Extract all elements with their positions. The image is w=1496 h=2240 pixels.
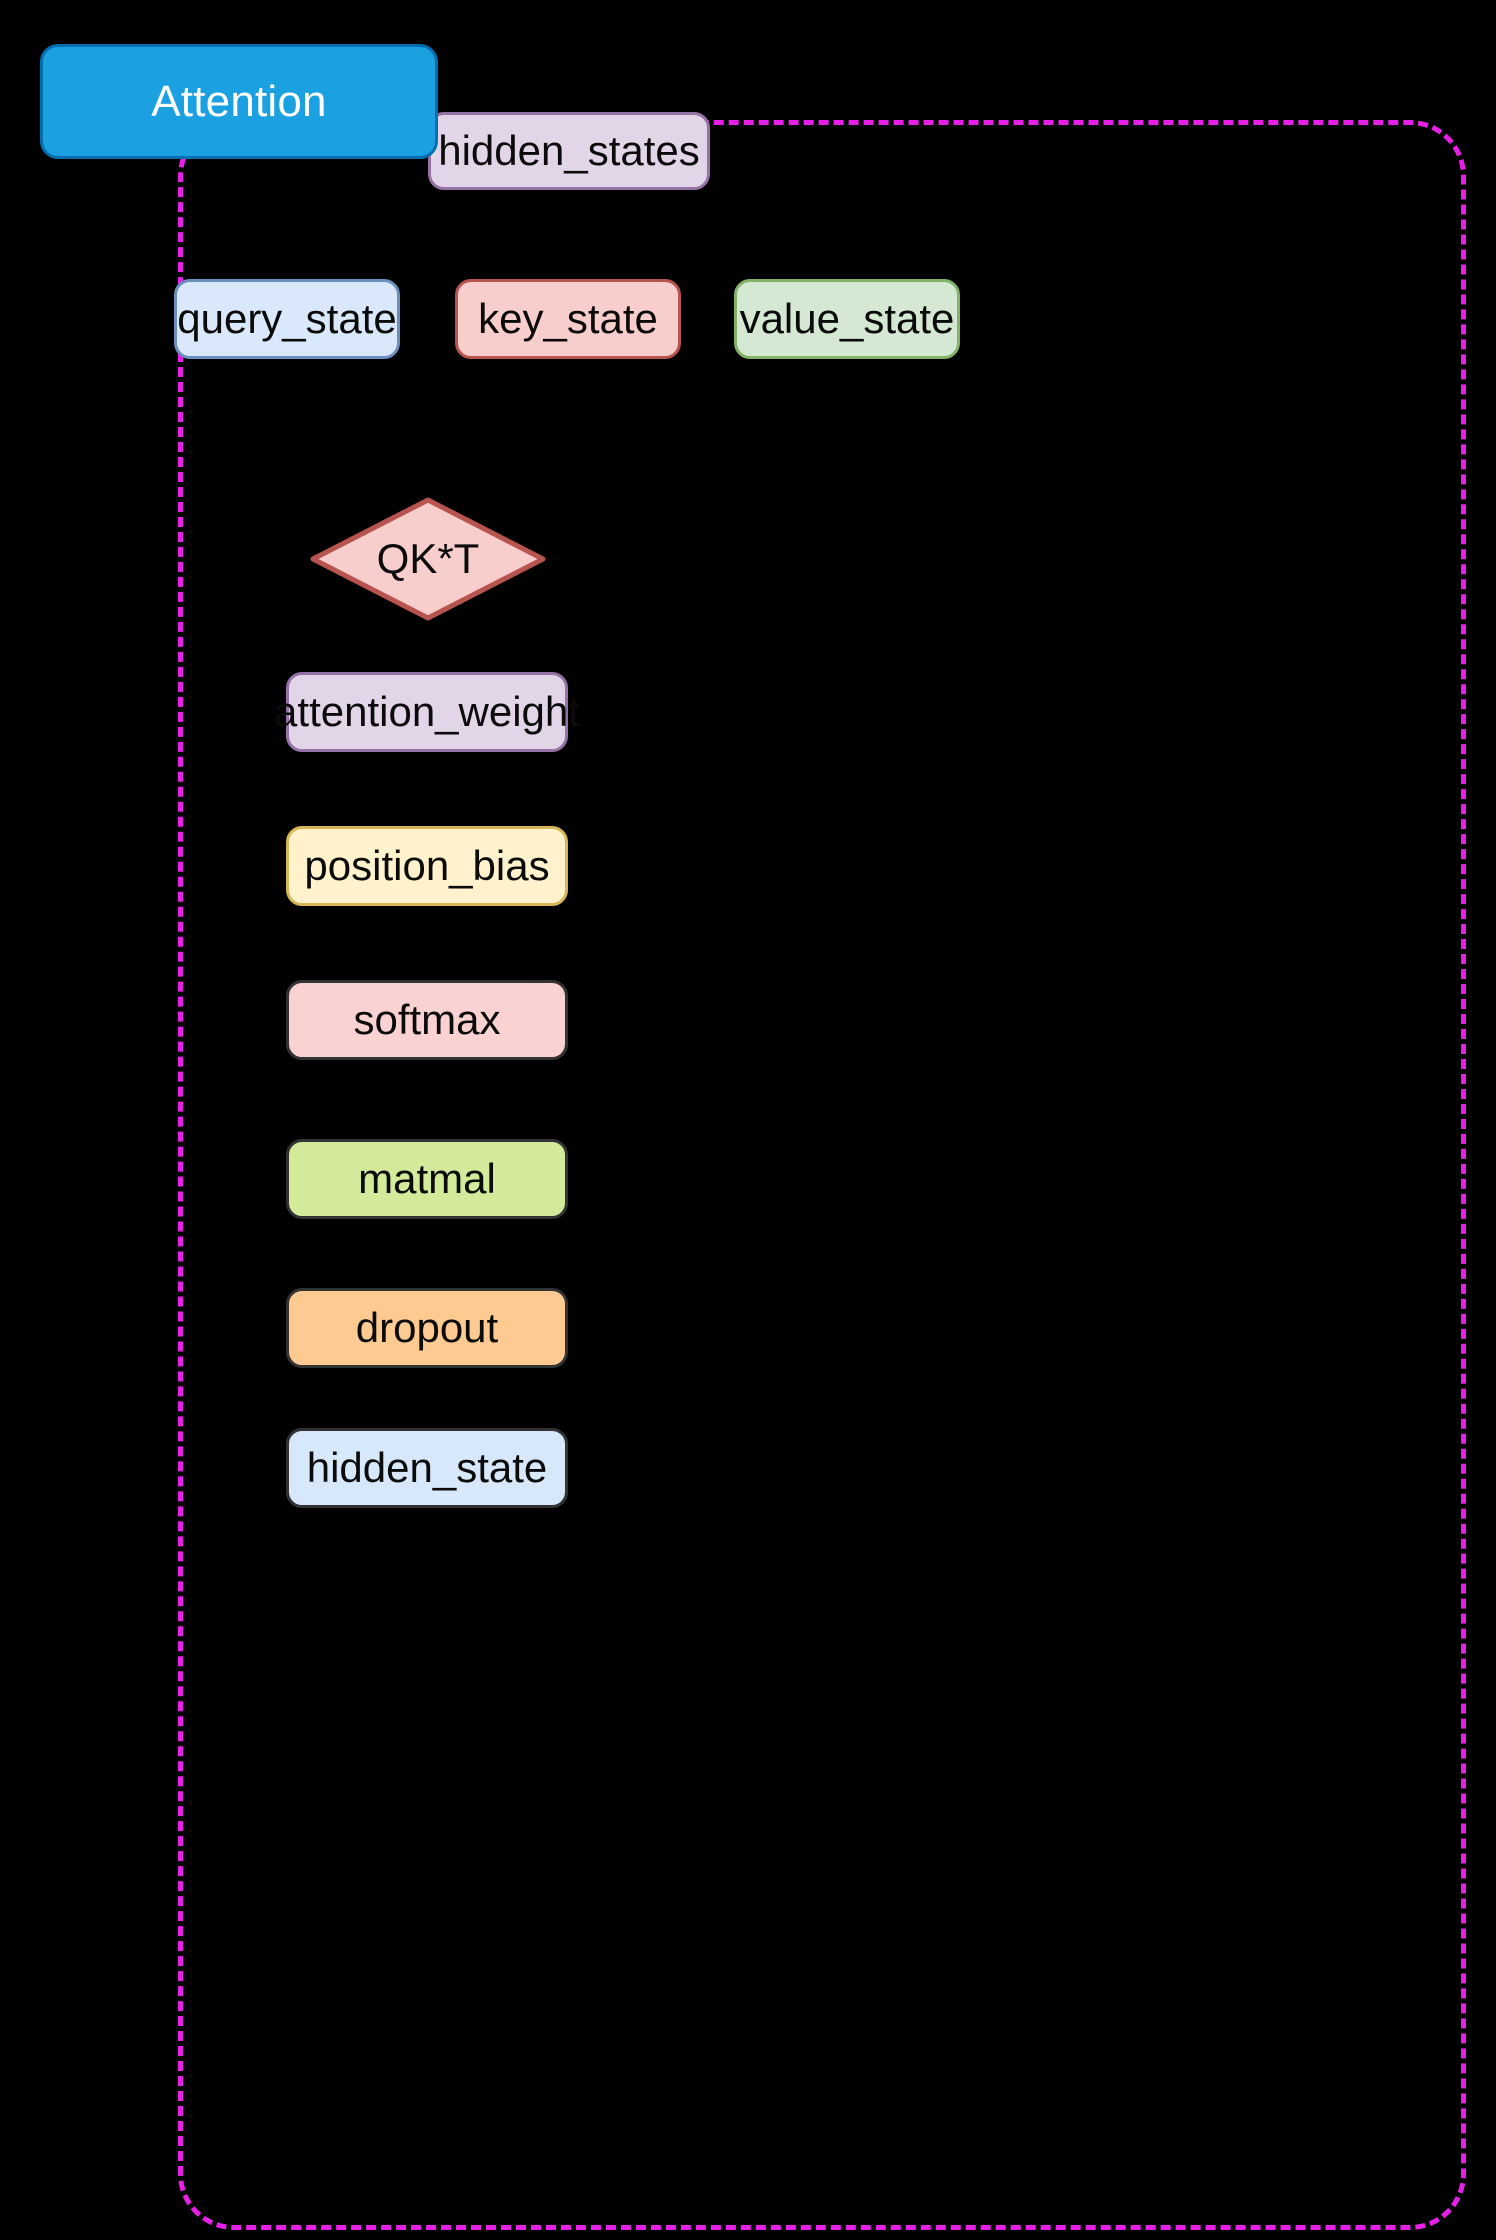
node-matmal[interactable]: matmal [286, 1139, 568, 1219]
node-hidden-state[interactable]: hidden_state [286, 1428, 568, 1508]
node-dropout-label: dropout [355, 1303, 499, 1351]
node-attention-weight-label: attention_weight [274, 687, 580, 735]
node-position-bias-label: position_bias [304, 841, 550, 889]
node-query-state-label: query_state [177, 294, 397, 342]
node-softmax-label: softmax [353, 995, 501, 1043]
subgraph-boundary [178, 120, 1466, 2230]
subgraph-title-attention[interactable]: Attention [40, 44, 438, 159]
node-query-state[interactable]: query_state [174, 279, 400, 359]
node-matmal-label: matmal [358, 1154, 496, 1202]
subgraph-title-label: Attention [151, 76, 327, 126]
diamond-shape-icon [310, 497, 546, 621]
node-hidden-state-label: hidden_state [306, 1443, 548, 1491]
node-position-bias[interactable]: position_bias [286, 826, 568, 906]
node-key-state-label: key_state [478, 294, 658, 342]
node-hidden-states[interactable]: hidden_states [428, 112, 710, 190]
node-qkt-label: QK*T [376, 535, 480, 582]
node-qkt[interactable]: QK*T [310, 497, 546, 621]
node-hidden-states-label: hidden_states [438, 126, 700, 174]
node-softmax[interactable]: softmax [286, 980, 568, 1060]
node-key-state[interactable]: key_state [455, 279, 681, 359]
node-dropout[interactable]: dropout [286, 1288, 568, 1368]
node-attention-weight[interactable]: attention_weight [274, 672, 580, 752]
node-value-state-label: value_state [739, 294, 955, 342]
node-value-state[interactable]: value_state [734, 279, 960, 359]
